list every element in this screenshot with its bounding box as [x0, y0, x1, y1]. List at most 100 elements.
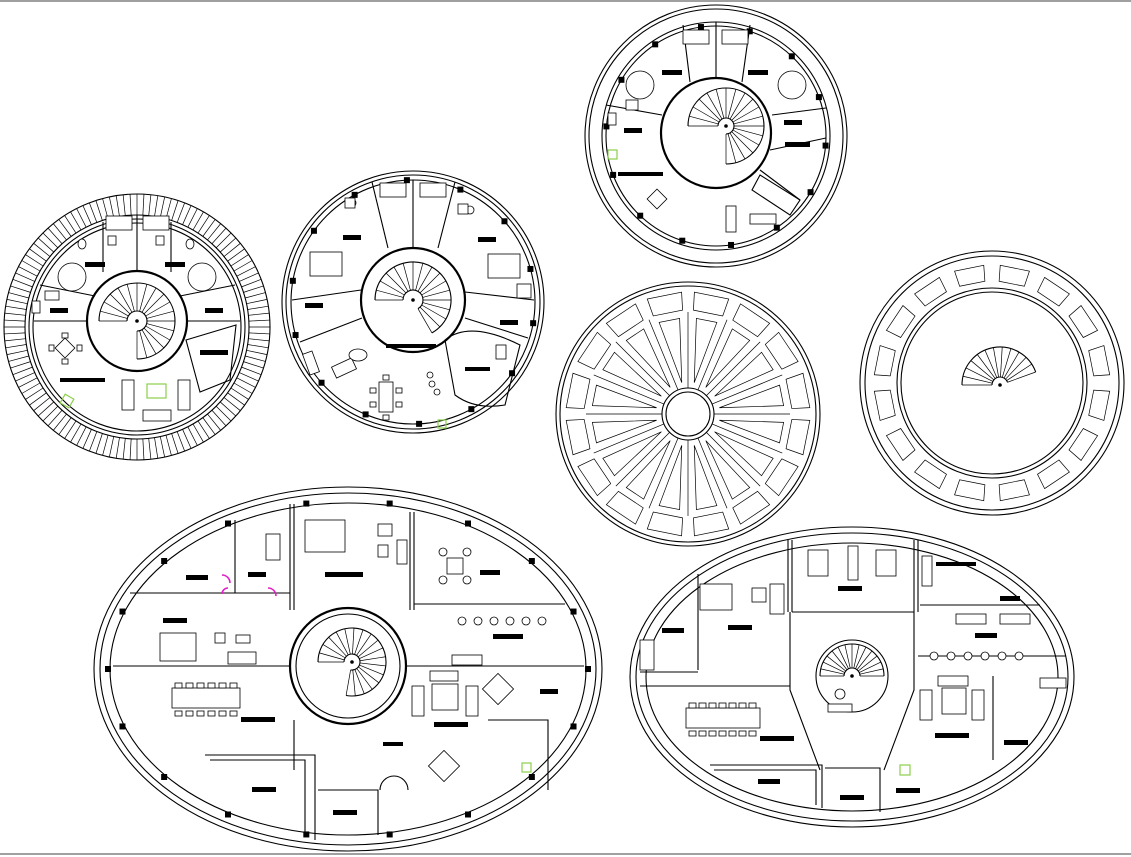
stair-tread [354, 669, 365, 694]
roof-wedge [693, 445, 718, 511]
roof-panel [577, 458, 612, 497]
fixture-row [174, 616, 547, 717]
stair-tread [146, 323, 174, 332]
ring-rib [239, 372, 259, 382]
ring-rib [42, 405, 59, 422]
stair-inner-rail [843, 667, 861, 677]
stair-tread [393, 266, 409, 292]
stair-newel [724, 124, 728, 128]
column [119, 608, 126, 615]
stair-tread [859, 668, 884, 675]
stair-tread [1003, 351, 1020, 379]
ring-rib [247, 305, 269, 310]
ring-rib [53, 413, 67, 431]
office-desk [304, 519, 346, 553]
column [528, 558, 535, 565]
ring-panel [1068, 305, 1099, 338]
round-bed-left [57, 262, 87, 292]
ring-panel [873, 389, 896, 421]
ring-rib [223, 397, 241, 411]
stair-tread [715, 89, 725, 119]
coffee-table [431, 683, 459, 711]
column [303, 500, 310, 507]
stair-tread [335, 631, 349, 656]
stair-outer-rail [317, 627, 387, 697]
dining-table [378, 381, 394, 413]
roof-rib [706, 432, 761, 487]
stair-tread [1000, 347, 1003, 378]
stair-tread [145, 301, 171, 317]
ring-rib [6, 349, 28, 355]
ring-rib [236, 266, 256, 277]
stair-tread [322, 644, 346, 659]
double-bed [699, 583, 733, 611]
bathtub-left [682, 29, 710, 45]
ring-rib [10, 361, 31, 369]
stair-tread [729, 92, 746, 120]
ring-rib [95, 200, 103, 221]
round-bed-left [625, 70, 655, 100]
ring-rib [239, 272, 259, 282]
ring-rib [236, 377, 256, 388]
column [697, 24, 704, 31]
stair-tread [328, 637, 347, 657]
stair-tread [422, 302, 450, 311]
fixture [963, 651, 973, 661]
stair-tread [993, 347, 999, 378]
ring-rib [76, 208, 87, 228]
column [530, 320, 537, 327]
roof-panel [693, 291, 730, 317]
stair-core-wall [288, 606, 408, 726]
stair-tread [1007, 371, 1036, 383]
stair-tread [962, 375, 993, 384]
ring-rib [33, 243, 51, 257]
panel-ring [873, 264, 1111, 502]
ring-rib [215, 405, 232, 422]
roof-panel [785, 419, 811, 456]
ring-rib [182, 429, 192, 449]
ring-rib [197, 420, 210, 439]
stair-tread [415, 263, 424, 291]
column [527, 265, 534, 272]
ring-rib [241, 366, 262, 375]
column [289, 277, 296, 284]
fixture [489, 616, 499, 626]
roof-rib [711, 423, 783, 454]
column [457, 186, 464, 193]
column [679, 237, 686, 244]
ring-rib [4, 332, 26, 335]
ring-rib [53, 223, 67, 241]
ring-rib [82, 429, 92, 449]
office-desk-right [875, 549, 897, 577]
ring-rib [42, 232, 59, 249]
roof-wedge [714, 351, 774, 397]
chair [207, 710, 216, 717]
stair-tread [421, 280, 447, 296]
ring-rib [227, 248, 245, 262]
bed-left [309, 251, 343, 277]
perimeter-columns [603, 24, 829, 248]
bathtub-right [419, 182, 447, 198]
ring-rib [245, 355, 266, 362]
ring-rib [89, 202, 98, 223]
ring-rib [58, 417, 72, 435]
spiral-staircase [961, 346, 1037, 387]
stair-tread [359, 664, 384, 676]
ring-panel [1068, 428, 1099, 461]
ring-rib [37, 401, 55, 417]
ring-rib [207, 223, 221, 241]
ring-rib [202, 417, 216, 435]
central-skylight-inner [665, 391, 711, 437]
roof-rib [697, 319, 728, 391]
ring-rib [219, 237, 237, 253]
spiral-staircase [819, 643, 885, 678]
column [501, 218, 508, 225]
stair-tread [379, 280, 405, 296]
ring-rib [248, 338, 270, 342]
stair-tread [402, 263, 411, 291]
stair-outer-rail [687, 87, 765, 165]
column [815, 94, 822, 101]
roof-radial-plan [555, 281, 821, 547]
ring-rib [15, 272, 35, 282]
